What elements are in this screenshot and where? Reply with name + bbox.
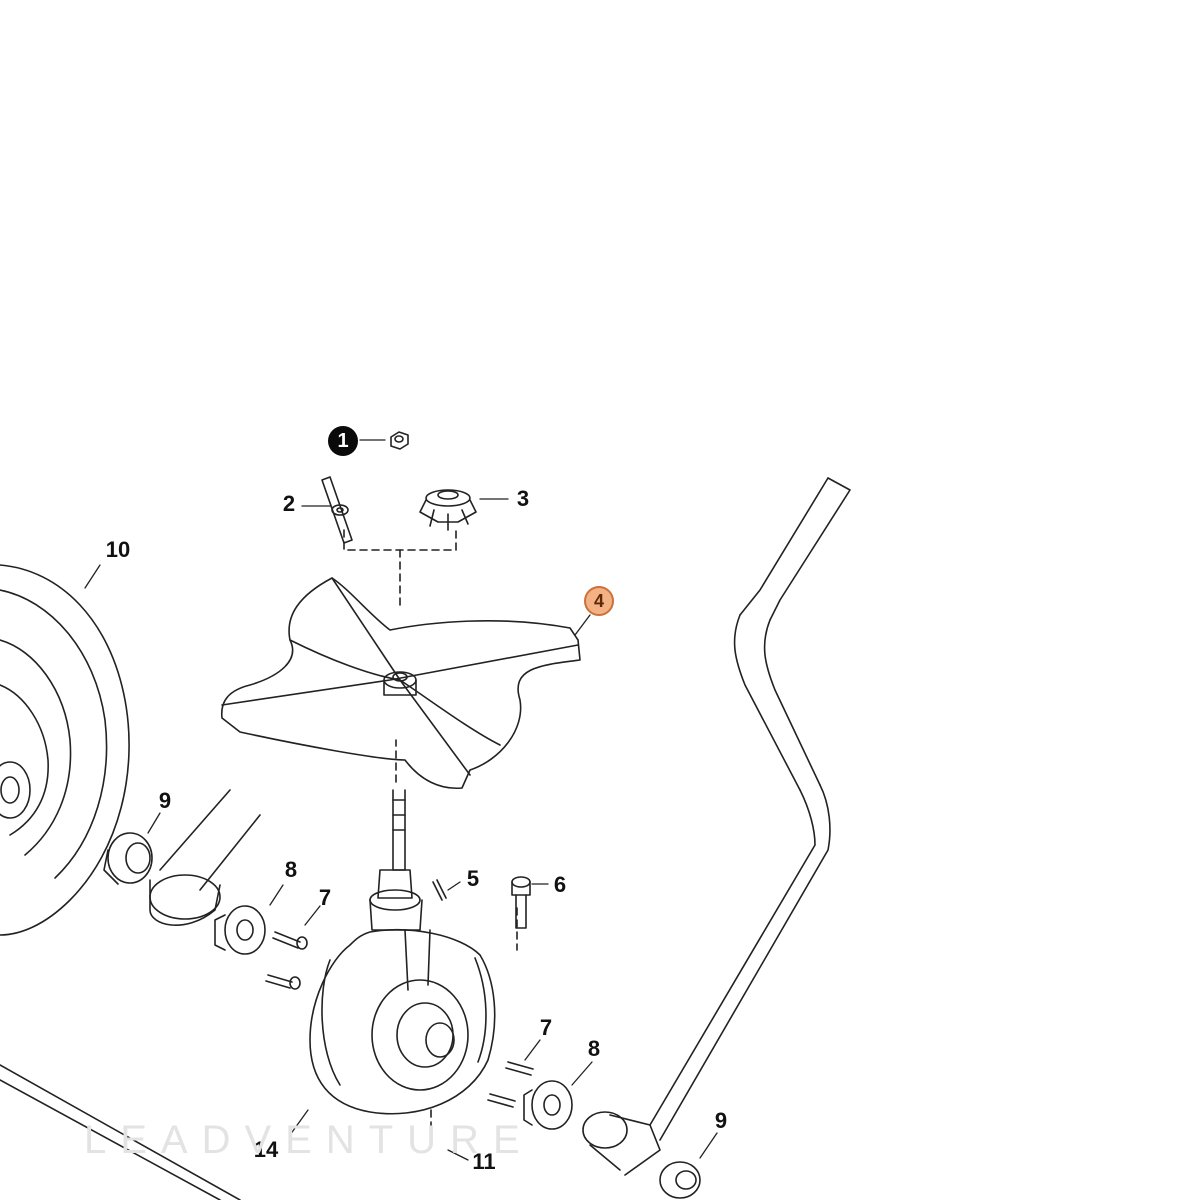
assembly-connector — [343, 529, 518, 1133]
callout-9-left[interactable]: 9 — [158, 788, 172, 813]
axle-tube — [149, 789, 261, 926]
gearbox — [309, 789, 496, 1115]
callout-7-left[interactable]: 7 — [318, 885, 332, 910]
callout-10[interactable]: 10 — [105, 537, 131, 562]
callout-8-left[interactable]: 8 — [284, 857, 298, 882]
callout-7-right[interactable]: 7 — [539, 1015, 553, 1040]
callout-5[interactable]: 5 — [466, 866, 480, 891]
bolt-short — [265, 931, 534, 1108]
hub-flange — [214, 905, 573, 1130]
handle — [0, 477, 851, 1200]
leader-lines — [84, 439, 718, 1161]
callout-11[interactable]: 11 — [472, 1149, 496, 1174]
blade-guard — [221, 577, 581, 790]
nut — [390, 431, 409, 450]
blade — [321, 476, 353, 544]
callout-3[interactable]: 3 — [516, 486, 530, 511]
pin — [432, 879, 447, 901]
callout-8-right[interactable]: 8 — [587, 1036, 601, 1061]
callout-6[interactable]: 6 — [553, 872, 567, 897]
callout-9-right[interactable]: 9 — [714, 1108, 728, 1133]
wheel-cap — [103, 832, 701, 1199]
callout-14[interactable]: 14 — [253, 1137, 279, 1162]
watermark: LEADVENTURE — [84, 1118, 534, 1162]
bolt-long — [511, 876, 531, 929]
wheel-tire — [0, 564, 130, 936]
blade-adapter — [419, 489, 477, 531]
callout-2[interactable]: 2 — [282, 491, 296, 516]
callout-1[interactable]: 1 — [328, 426, 358, 456]
callout-4-highlighted[interactable]: 4 — [584, 586, 614, 616]
